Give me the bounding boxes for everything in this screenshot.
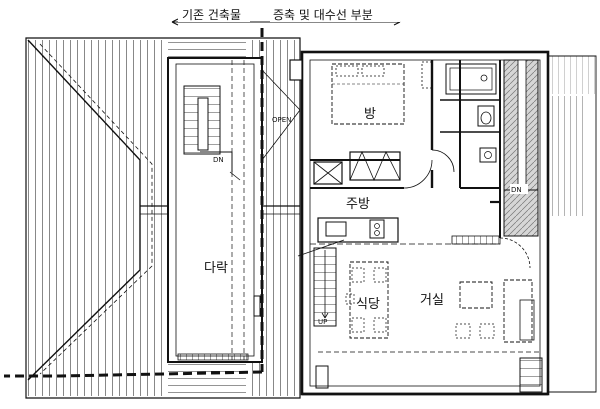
extension-label: 증축 및 대수선 부분 [273,8,373,22]
dn-marker-right: DN [511,186,522,194]
living-label: 거실 [420,293,444,308]
bathroom [445,63,497,163]
stair-right: DN [490,59,539,237]
kitchen: 주방 [297,197,501,257]
stair-up: UP [313,247,337,327]
living: 거실 [318,279,540,353]
dining: 식당 [345,261,389,339]
deck [548,55,597,393]
kitchen-label: 주방 [346,197,370,212]
bottom-details [302,357,548,396]
bedroom-label: 방 [364,107,376,122]
up-marker: UP [318,318,327,326]
dn-marker-left: DN [213,156,224,164]
dining-label: 식당 [356,297,380,312]
boundary-line [4,28,264,378]
attic-room: DN 다락 [167,57,263,363]
attic-label: 다락 [204,261,228,276]
bedroom: 방 [331,61,433,125]
existing-building-label: 기존 건축물 [182,8,241,22]
open-marker: OPEN [272,116,291,124]
section-header: 기존 건축물 증축 및 대수선 부분 [171,6,401,26]
